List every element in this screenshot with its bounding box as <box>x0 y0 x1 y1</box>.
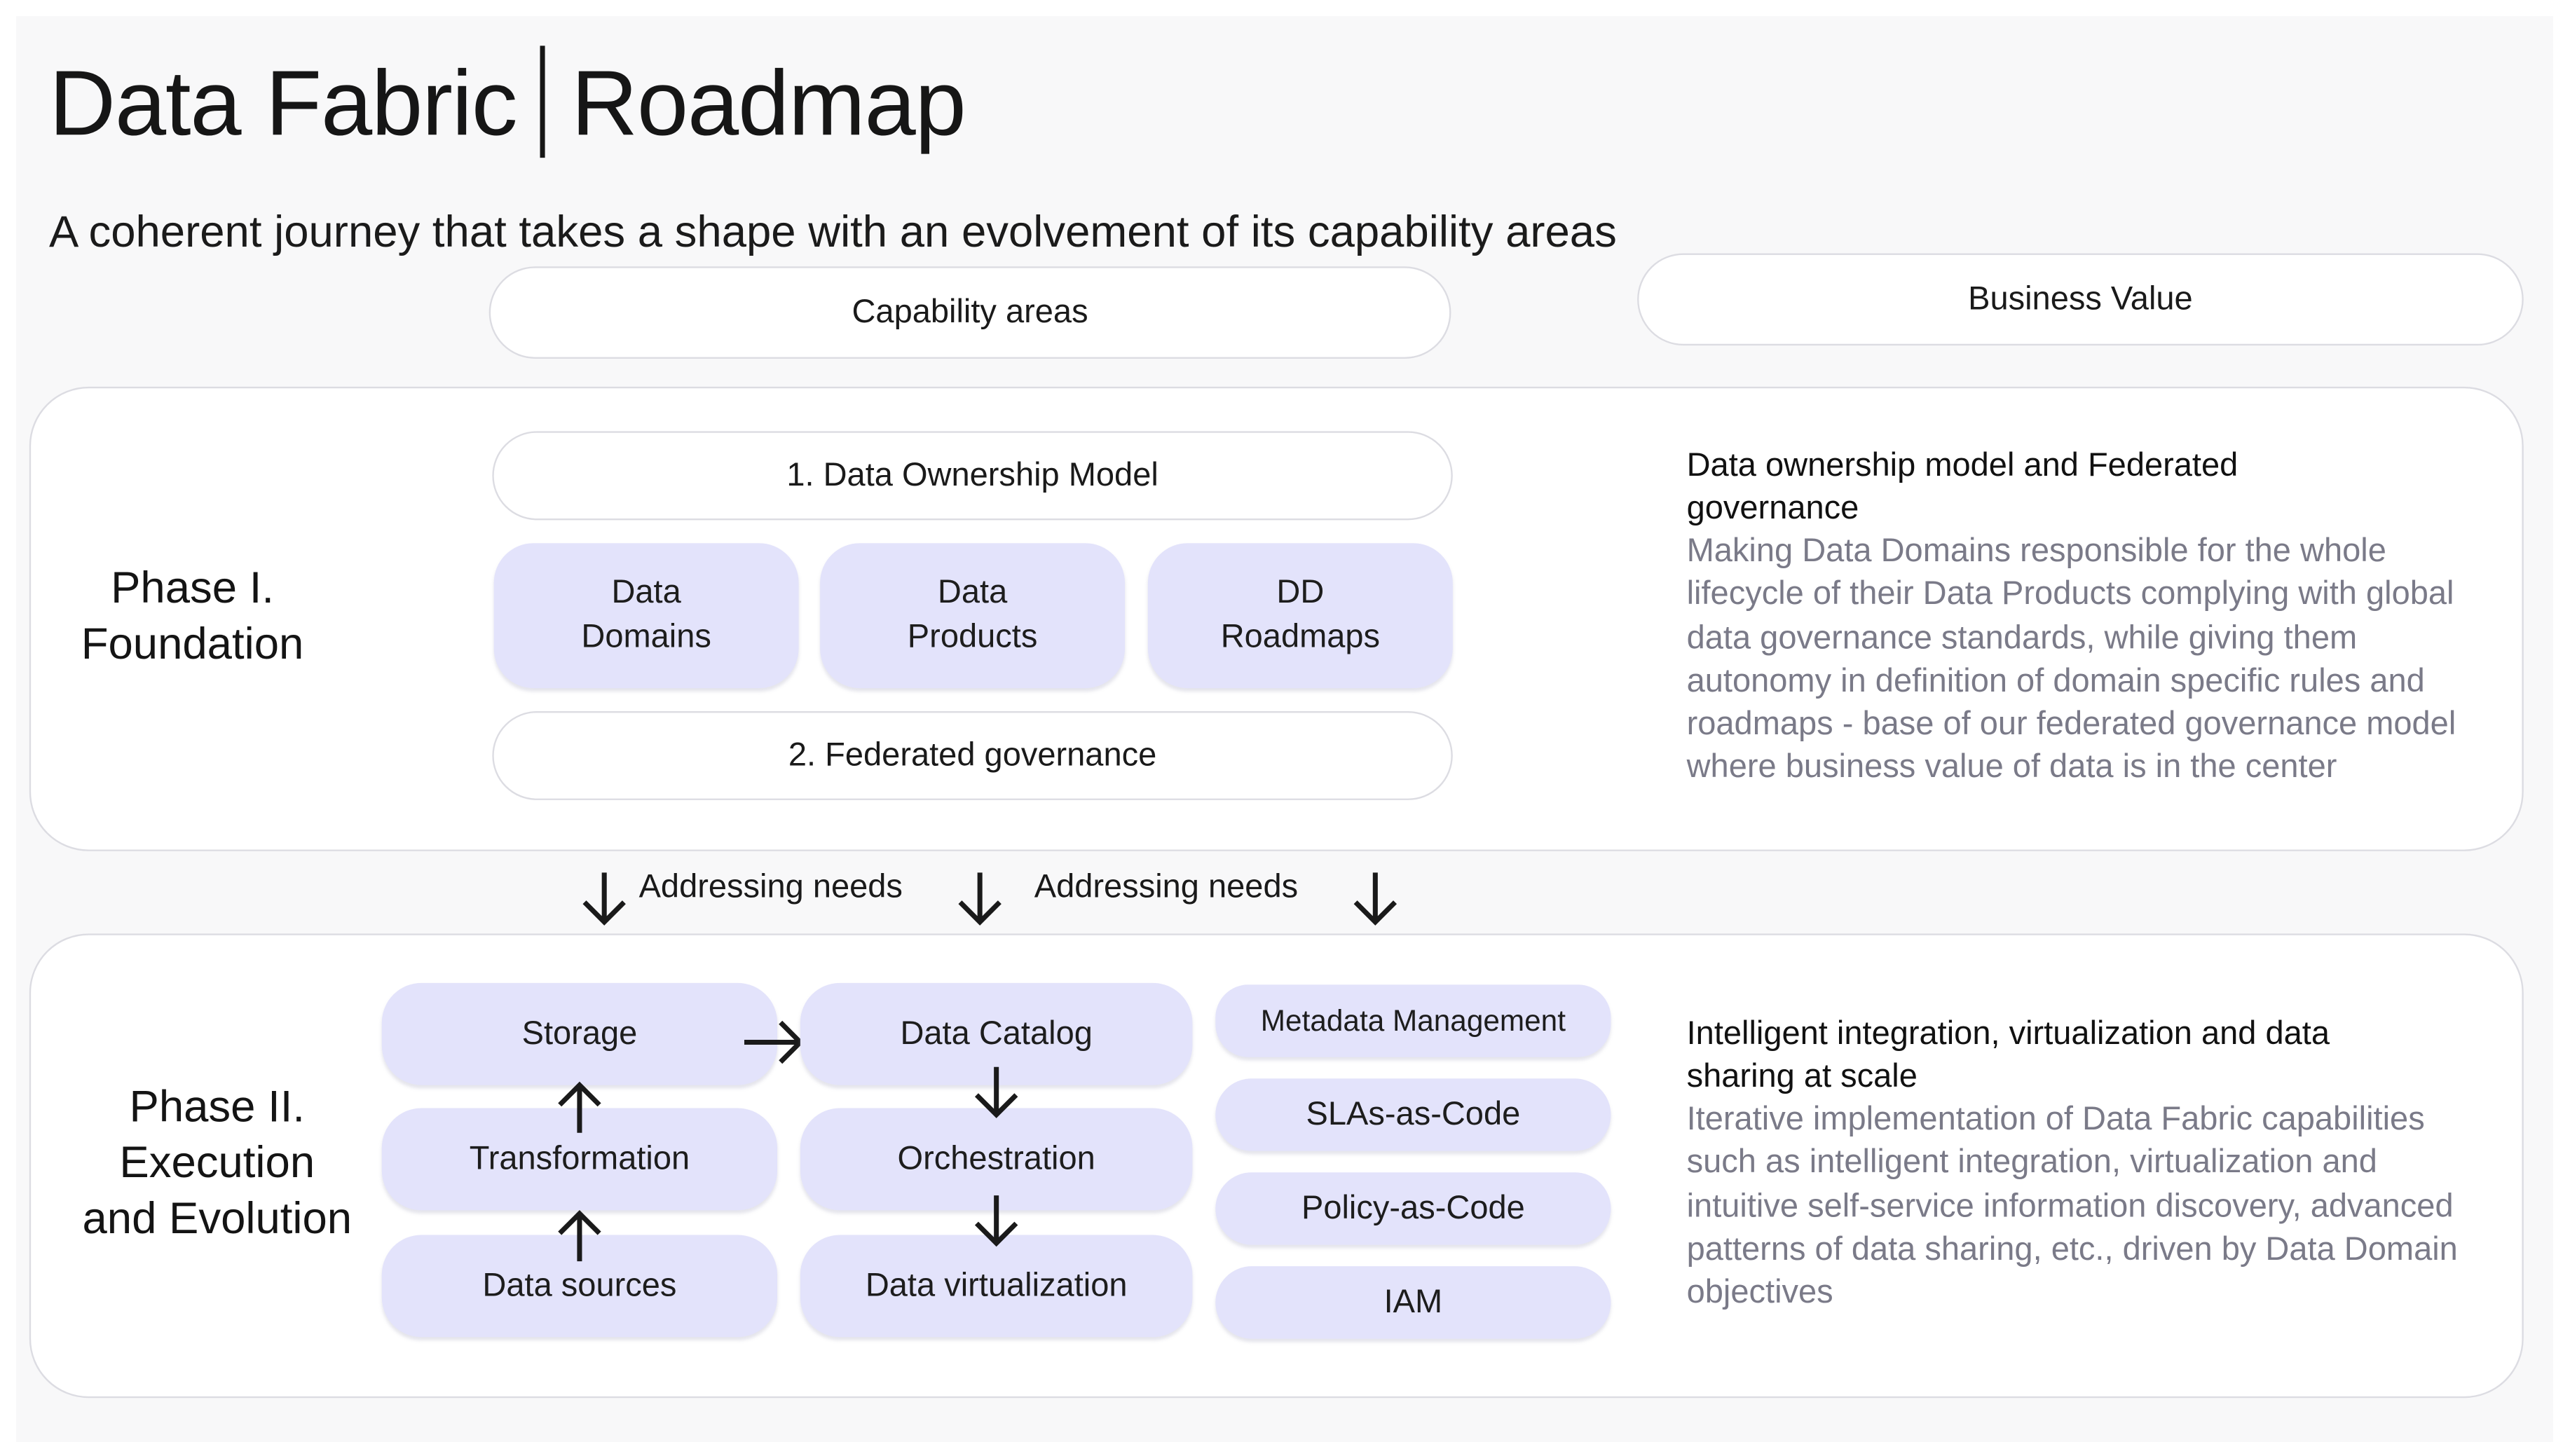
box-line: Domains <box>581 619 711 656</box>
metadata-management-box: Metadata Management <box>1215 984 1611 1057</box>
page-subtitle: A coherent journey that takes a shape wi… <box>49 207 1617 257</box>
box-line: Roadmaps <box>1220 619 1381 656</box>
phase1-value-body: Making Data Domains responsible for the … <box>1686 533 2456 786</box>
phase2-label-line3: and Evolution <box>82 1193 353 1244</box>
phase1-value-heading: Data ownership model and Federated gover… <box>1686 447 2239 527</box>
box-line: DD <box>1276 574 1325 611</box>
dd-roadmaps-box: DD Roadmaps <box>1147 543 1453 689</box>
phase1-label-line2: Foundation <box>81 619 304 668</box>
orchestration-box: Orchestration <box>800 1108 1193 1211</box>
title-left: Data Fabric <box>49 50 518 155</box>
iam-box: IAM <box>1215 1266 1611 1339</box>
up-arrow-icon <box>558 1209 601 1262</box>
down-arrow-icon <box>958 872 1002 926</box>
down-arrow-icon <box>582 872 626 926</box>
title-right: Roadmap <box>571 50 966 155</box>
down-arrow-icon <box>974 1066 1018 1118</box>
business-value-header: Business Value <box>1637 253 2524 346</box>
right-arrow-icon <box>744 1020 804 1064</box>
slas-as-code-box: SLAs-as-Code <box>1215 1078 1611 1151</box>
phase2-label: Phase II. Execution and Evolution <box>53 1078 382 1246</box>
data-virtualization-box: Data virtualization <box>800 1235 1193 1338</box>
phase2-value-heading: Intelligent integration, virtualization … <box>1686 1015 2330 1095</box>
down-arrow-icon <box>974 1195 1018 1247</box>
slide-background: Data Fabric Roadmap A coherent journey th… <box>16 16 2553 1442</box>
storage-box: Storage <box>381 982 778 1085</box>
addressing-needs-right: Addressing needs <box>1034 869 1299 906</box>
phase2-value-body: Iterative implementation of Data Fabric … <box>1686 1101 2458 1312</box>
box-line: Data <box>937 574 1008 611</box>
federated-governance-pill: 2. Federated governance <box>492 710 1453 800</box>
title-divider <box>540 46 545 158</box>
page-title: Data Fabric Roadmap <box>49 46 966 158</box>
data-catalog-box: Data Catalog <box>800 982 1193 1085</box>
addressing-needs-left: Addressing needs <box>638 869 903 906</box>
slide: Data Fabric Roadmap A coherent journey th… <box>16 16 2553 1443</box>
phase2-label-line1: Phase II. <box>129 1081 306 1132</box>
down-arrow-icon <box>1353 872 1397 926</box>
policy-as-code-box: Policy-as-Code <box>1215 1172 1611 1245</box>
data-ownership-model-pill: 1. Data Ownership Model <box>492 431 1453 521</box>
box-line: Data <box>611 574 681 611</box>
box-line: Products <box>907 619 1038 656</box>
phase1-label: Phase I. Foundation <box>53 560 333 672</box>
phase2-label-line2: Execution <box>119 1137 315 1188</box>
phase1-label-line1: Phase I. <box>111 563 274 612</box>
capability-areas-header: Capability areas <box>488 266 1451 359</box>
up-arrow-icon <box>558 1081 601 1133</box>
